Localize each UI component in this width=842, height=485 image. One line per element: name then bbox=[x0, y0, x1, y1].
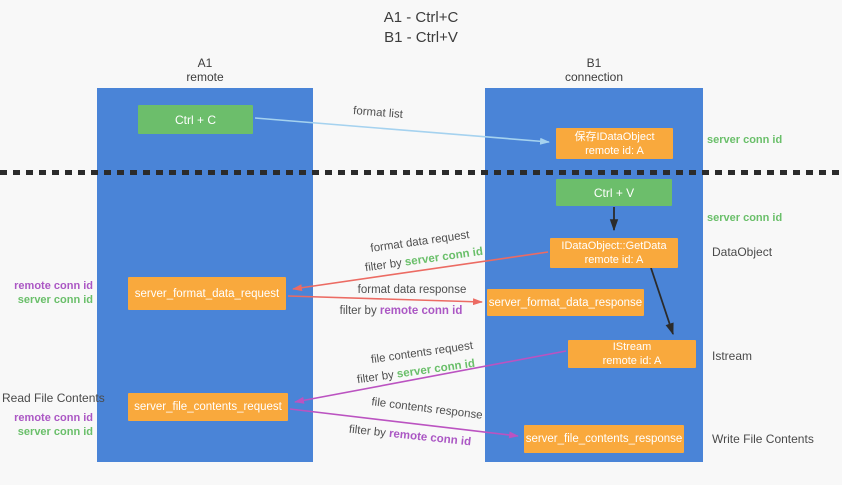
node-idataobject-getdata: IDataObject::GetData remote id: A bbox=[550, 238, 678, 268]
node-fmtreq-label: server_format_data_request bbox=[134, 287, 280, 300]
right-label-write-file-contents: Write File Contents bbox=[712, 432, 814, 446]
right-label-server-conn-id-top: server conn id bbox=[707, 134, 783, 146]
left-server-conn-id: server conn id bbox=[17, 294, 93, 306]
node-server-file-contents-request: server_file_contents_request bbox=[128, 393, 288, 421]
left-remote-conn-id-2: remote conn id bbox=[14, 412, 93, 424]
server-conn-id-keyword: server conn id bbox=[396, 357, 476, 381]
node-ctrl-c: Ctrl + C bbox=[138, 105, 253, 134]
edge-label-filter-remote-2: filter by remote conn id bbox=[348, 424, 471, 449]
edge-label-file-contents-response: file contents response bbox=[370, 396, 484, 422]
session-divider-line bbox=[0, 170, 842, 175]
node-save-line2: remote id: A bbox=[585, 144, 644, 157]
filter-by-text: filter by bbox=[348, 423, 387, 440]
server-conn-id-keyword: server conn id bbox=[404, 245, 484, 269]
lane-a1-role: remote bbox=[186, 70, 224, 84]
node-filereq-label: server_file_contents_request bbox=[134, 401, 282, 413]
right-label-dataobject: DataObject bbox=[712, 245, 773, 259]
filter-by-text: filter by bbox=[364, 257, 403, 275]
node-getdata-line2: remote id: A bbox=[584, 254, 644, 266]
left-remote-conn-id: remote conn id bbox=[14, 280, 93, 292]
title-line-2: B1 - Ctrl+V bbox=[384, 29, 458, 46]
node-istream-line2: remote id: A bbox=[602, 355, 662, 367]
remote-conn-id-keyword: remote conn id bbox=[388, 427, 472, 449]
lane-header-a1: A1 remote bbox=[97, 56, 313, 84]
diagram-title: A1 - Ctrl+C B1 - Ctrl+V bbox=[0, 8, 842, 48]
left-server-conn-id-2: server conn id bbox=[17, 426, 93, 438]
node-fmtres-label: server_format_data_response bbox=[488, 296, 643, 309]
node-server-format-data-response: server_format_data_response bbox=[487, 289, 644, 316]
filter-by-text: filter by bbox=[339, 305, 377, 317]
node-server-file-contents-response: server_file_contents_response bbox=[524, 425, 684, 453]
edge-label-format-list: format list bbox=[352, 105, 404, 121]
node-save-idataobject: 保存IDataObject remote id: A bbox=[556, 128, 673, 159]
left-label-read-file-contents: Read File Contents bbox=[2, 391, 105, 405]
node-istream: IStream remote id: A bbox=[568, 340, 696, 368]
node-istream-line1: IStream bbox=[612, 341, 652, 353]
node-server-format-data-request: server_format_data_request bbox=[128, 277, 286, 310]
node-save-line1: 保存IDataObject bbox=[574, 130, 655, 143]
node-getdata-line1: IDataObject::GetData bbox=[561, 240, 667, 252]
node-ctrl-c-label: Ctrl + C bbox=[174, 112, 216, 127]
node-ctrl-v-label: Ctrl + V bbox=[593, 185, 635, 200]
right-label-istream: Istream bbox=[712, 349, 753, 363]
left-label-format-conn-ids: remote conn id server conn id bbox=[2, 279, 93, 307]
left-label-file-conn-ids: remote conn id server conn id bbox=[2, 411, 93, 439]
lane-header-b1: B1 connection bbox=[485, 56, 703, 84]
title-line-1: A1 - Ctrl+C bbox=[383, 9, 459, 26]
filter-by-text: filter by bbox=[356, 369, 395, 387]
right-label-server-conn-id-mid: server conn id bbox=[707, 212, 783, 224]
arrow-format-data-response bbox=[287, 295, 483, 306]
edge-label-filter-remote-1: filter by remote conn id bbox=[340, 305, 463, 317]
node-ctrl-v: Ctrl + V bbox=[556, 179, 672, 206]
node-fileres-label: server_file_contents_response bbox=[525, 433, 683, 445]
edge-label-format-data-response: format data response bbox=[357, 284, 467, 296]
lane-b1-role: connection bbox=[564, 70, 624, 84]
lane-b1-name: B1 bbox=[586, 56, 602, 70]
lane-a1-name: A1 bbox=[197, 56, 213, 70]
remote-conn-id-keyword: remote conn id bbox=[379, 305, 463, 317]
